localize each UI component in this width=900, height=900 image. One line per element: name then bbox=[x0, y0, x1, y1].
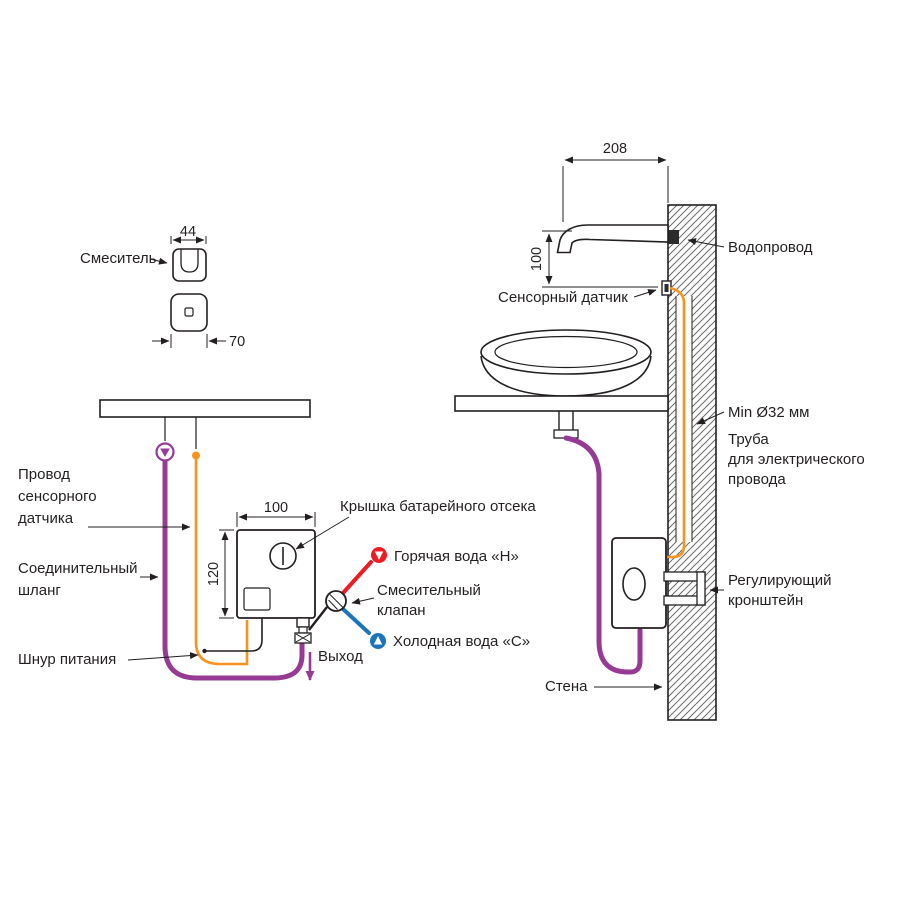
dim-box-height: 120 bbox=[206, 562, 222, 586]
connecting-hose-line bbox=[162, 458, 305, 681]
hot-water-pipe bbox=[341, 560, 373, 595]
adjusting-bracket bbox=[663, 571, 706, 606]
hot-water-icon bbox=[371, 547, 387, 563]
power-cord-line bbox=[206, 618, 263, 652]
left-countertop bbox=[99, 399, 311, 449]
label-hot-water: Горячая вода «Н» bbox=[394, 548, 519, 565]
label-bracket-2: кронштейн bbox=[728, 592, 803, 609]
label-connecting-hose-2: шланг bbox=[18, 582, 61, 599]
control-box bbox=[236, 529, 316, 644]
right-countertop bbox=[454, 395, 669, 412]
sensor-wire-line bbox=[194, 459, 249, 666]
label-conduit-1: Труба bbox=[728, 431, 769, 448]
mixing-valve bbox=[308, 560, 373, 635]
label-sensor-wire-3: датчика bbox=[18, 510, 74, 527]
label-mixing-valve-2: клапан bbox=[377, 602, 426, 619]
water-supply-leader bbox=[687, 238, 725, 248]
cold-water-icon bbox=[370, 633, 386, 649]
control-box-right bbox=[611, 537, 667, 629]
label-mixing-valve-1: Смесительный bbox=[377, 582, 481, 599]
dim-spout-reach: 208 bbox=[603, 141, 627, 157]
power-cord-plug bbox=[202, 648, 207, 654]
label-water-supply: Водопровод bbox=[728, 239, 813, 256]
sensor-wire-end-icon bbox=[192, 451, 200, 460]
label-cold-water: Холодная вода «С» bbox=[393, 633, 530, 650]
sensor-wire-line-right bbox=[665, 286, 686, 559]
label-conduit-3: провода bbox=[728, 471, 786, 488]
dim-spout-to-sensor: 100 bbox=[529, 247, 545, 271]
battery-cover-leader bbox=[295, 516, 350, 550]
mixer-top-view bbox=[149, 236, 226, 348]
label-conduit-2: для электрического bbox=[728, 451, 865, 468]
label-min-diameter: Min Ø32 мм bbox=[728, 404, 809, 421]
drain bbox=[553, 411, 579, 439]
label-sensor-wire-2: сенсорного bbox=[18, 488, 97, 505]
wall-sensor bbox=[661, 280, 672, 296]
connecting-hose-line-right bbox=[563, 435, 643, 675]
wall-faucet bbox=[556, 224, 679, 254]
basin bbox=[480, 329, 652, 397]
sensor-leader bbox=[633, 289, 657, 298]
power-cord-leader bbox=[127, 652, 199, 661]
mixing-valve-leader bbox=[351, 597, 375, 605]
label-mixer: Смеситель bbox=[80, 250, 157, 267]
water-supply-connector bbox=[668, 230, 679, 244]
cold-water-pipe bbox=[341, 607, 371, 635]
dim-spout-width: 44 bbox=[180, 224, 196, 240]
box-dimensions bbox=[219, 512, 316, 619]
label-bracket-1: Регулирующий bbox=[728, 572, 831, 589]
dim-box-width: 100 bbox=[264, 500, 288, 516]
label-connecting-hose-1: Соединительный bbox=[18, 560, 138, 577]
dim-208-lines bbox=[562, 156, 669, 222]
dim-body-width: 70 bbox=[229, 334, 245, 350]
label-power-cord: Шнур питания bbox=[18, 651, 116, 668]
hose-fitting-icon bbox=[155, 442, 175, 462]
label-sensor: Сенсорный датчик bbox=[498, 289, 628, 306]
label-battery-cover: Крышка батарейного отсека bbox=[340, 498, 536, 515]
min-diameter-leader bbox=[696, 411, 725, 425]
label-outlet: Выход bbox=[318, 648, 363, 665]
label-sensor-wire-1: Провод bbox=[18, 466, 70, 483]
dim-100-lines bbox=[542, 230, 658, 288]
label-wall: Стена bbox=[545, 678, 588, 695]
